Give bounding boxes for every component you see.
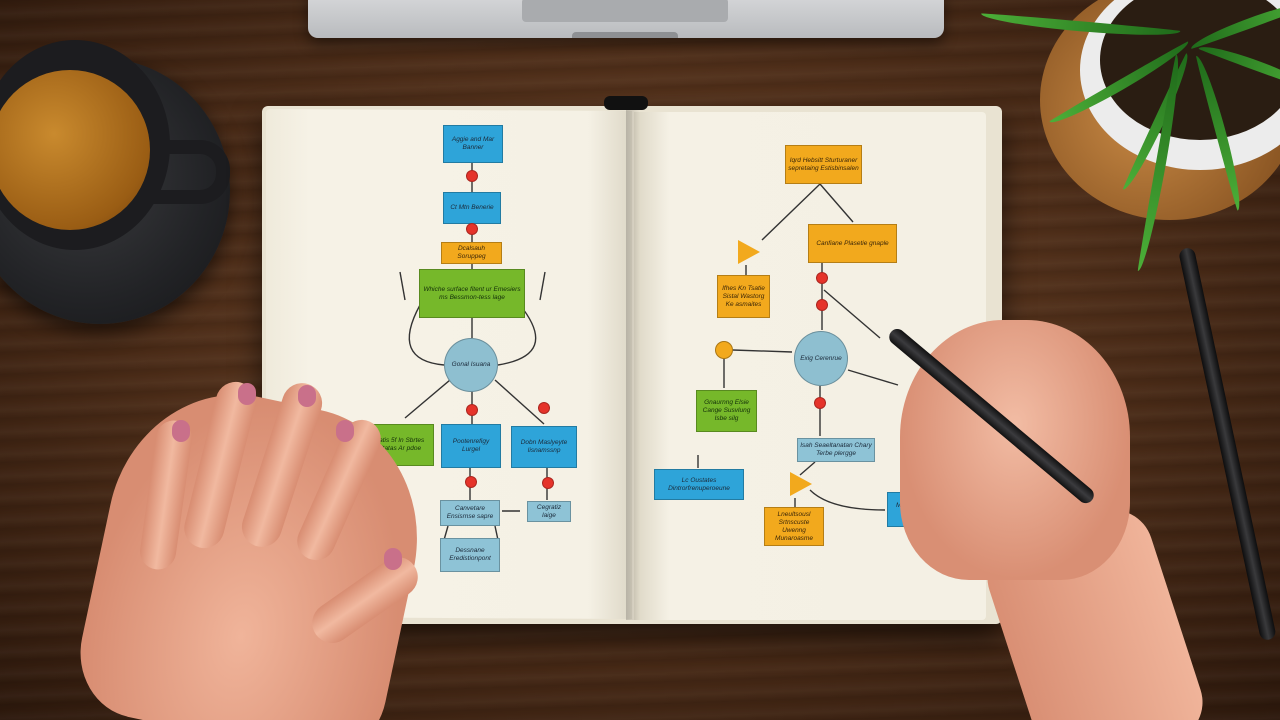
node-branch-right: Canfiane Plasetie gnaple [808, 224, 897, 263]
node-blue-left: Lc Oustates Dintrorfrenuperoeune [654, 469, 744, 500]
laptop-trackpad [522, 0, 728, 22]
node-start: Aggie and Mar Banner [443, 125, 503, 163]
connector-dot [466, 223, 478, 235]
connector-dot [538, 402, 550, 414]
node-sub-left: Canvetare Ensisrnse sapre [440, 500, 500, 526]
bookmark-ribbon [604, 96, 648, 110]
connector-dot [814, 397, 826, 409]
node-hub-right: Exig Cerenrue [794, 331, 848, 386]
cup-handle [150, 140, 230, 204]
laptop [308, 0, 944, 38]
notebook-spine [626, 108, 640, 620]
node-main: Ct Mtn Benerie [443, 192, 501, 224]
connector-dot [466, 404, 478, 416]
triangle-marker [790, 472, 812, 496]
connector-dot [816, 272, 828, 284]
pen [1178, 246, 1277, 642]
orange-start-dot [715, 341, 733, 359]
node-mid-branch: Pootenrefigy Lurgel [441, 424, 501, 468]
node-branch-left: Ifhes Kn Tsatie Sistal Wastorg Ke asmait… [717, 275, 770, 318]
node-green-box: Gnaurnng Elsie Cange Susvlung Isbe silg [696, 390, 757, 432]
node-sub-right: Cegratiz laige [527, 501, 571, 522]
node-mid-box: Isah Seaeltanatan Chary Terbe plergge [797, 438, 875, 462]
node-right-branch: Dobn Maslyeyte Iisnamssnp [511, 426, 577, 468]
laptop-notch [572, 32, 678, 38]
connector-dot [466, 170, 478, 182]
node-process: Whiche surface fitent ur Emesiers ms Bes… [419, 269, 525, 318]
node-end: Dessnane Eredistionpont [440, 538, 500, 572]
coffee [0, 70, 150, 230]
connector-dot [542, 477, 554, 489]
connector-dot [465, 476, 477, 488]
node-hub: Gonal Isuana [444, 338, 498, 392]
connector-dot [816, 299, 828, 311]
triangle-marker [738, 240, 760, 264]
node-bottom: Lneultsousl Srtnscuste Uwenng Munaroasme [764, 507, 824, 546]
node-top: Iqrd Hebsitt Sturturaner sepretaing Esti… [785, 145, 862, 184]
node-decision: Dcalsauh Soruppeg [441, 242, 502, 264]
